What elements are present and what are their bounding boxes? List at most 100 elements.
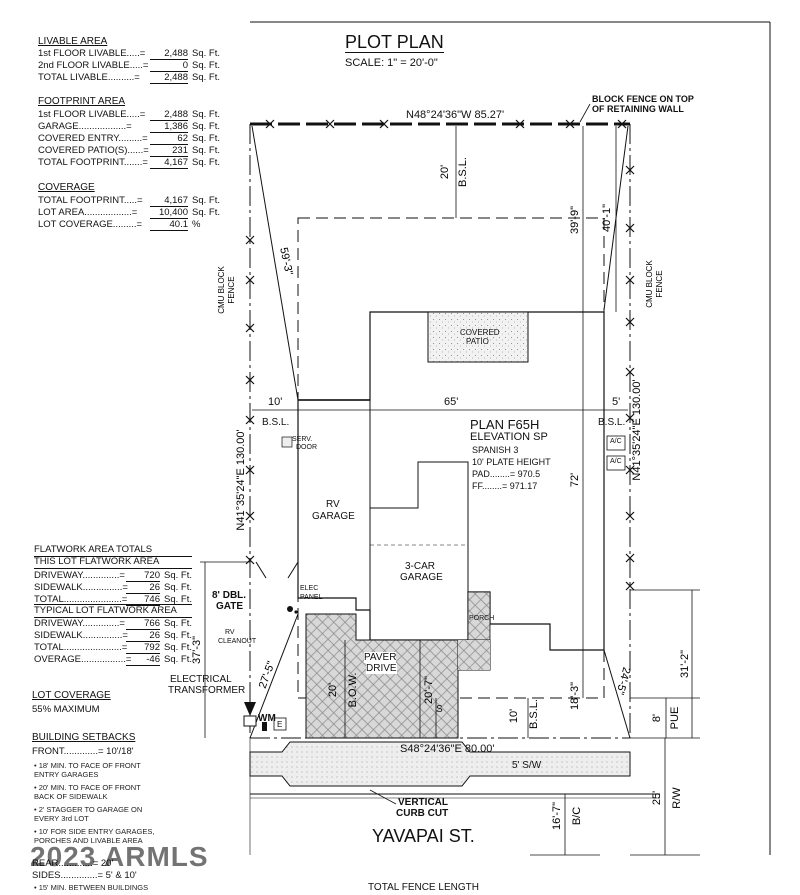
- fence-x-marker: [245, 375, 255, 385]
- dim-16-7: 16'-7": [551, 802, 563, 830]
- bow-label: B.O.W.: [347, 673, 359, 708]
- e-label: E: [277, 720, 283, 729]
- left-bsl-label: B.S.L.: [262, 417, 290, 428]
- street-name: YAVAPAI ST.: [372, 826, 475, 846]
- fence-x-marker: [625, 465, 635, 475]
- dim-8: 8': [651, 714, 663, 722]
- fence-x-marker: [625, 413, 635, 423]
- serv-label: SERV.: [292, 436, 313, 443]
- ac-unit-1: [606, 435, 626, 451]
- plan-name: PLAN F65H: [470, 417, 540, 432]
- fence-x-marker: [625, 367, 635, 377]
- drive-label: DRIVE: [366, 663, 397, 674]
- row-unit: Sq. Ft.: [192, 145, 220, 156]
- ac-label-1: A/C: [610, 438, 622, 445]
- curb-cut-label: CURB CUT: [396, 808, 449, 819]
- table-row: TOTAL FOOTPRINT.......=4,167 Sq. Ft.: [38, 157, 228, 169]
- row-unit: %: [192, 219, 201, 230]
- pad-elevation: PAD........= 970.5: [472, 469, 541, 479]
- row-label: OVERAGE.................=: [34, 654, 132, 665]
- row-value: 26: [126, 582, 160, 594]
- vertical-label: VERTICAL: [398, 797, 448, 808]
- fence-x-marker: [265, 119, 275, 129]
- dbl-gate-label: 8' DBL.: [212, 590, 247, 601]
- row-label: DRIVEWAY..............=: [34, 618, 125, 629]
- rv-garage-label: GARAGE: [312, 511, 355, 522]
- sidewalk-label: 5' S/W: [512, 760, 542, 771]
- row-unit: Sq. Ft.: [164, 654, 192, 665]
- dim-37-3: 37'-3": [191, 636, 203, 664]
- fence-x-marker: [625, 317, 635, 327]
- meter-e: [273, 717, 287, 731]
- serv-door: [281, 436, 293, 448]
- panel-label: PANEL: [300, 594, 323, 601]
- fence-x-marker: [245, 235, 255, 245]
- transformer-label: TRANSFORMER: [168, 685, 246, 696]
- fence-x-marker: [245, 511, 255, 521]
- row-label: DRIVEWAY..............=: [34, 570, 125, 581]
- top-bearing: N48°24'36"W 85.27': [406, 109, 505, 121]
- row-label: 1st FLOOR LIVABLE.....=: [38, 109, 146, 120]
- row-label: COVERED ENTRY.........=: [38, 133, 148, 144]
- setback-bottom-note: • 15' MIN. BETWEEN BUILDINGS: [34, 883, 149, 892]
- coverage-header: COVERAGE: [38, 182, 95, 193]
- row-label: TOTAL FOOTPRINT.......=: [38, 157, 148, 168]
- paver-label: PAVER: [364, 652, 397, 663]
- row-value: 4,167: [150, 157, 188, 169]
- row-label: SIDEWALK...............=: [34, 582, 128, 593]
- row-value: 62: [150, 133, 188, 145]
- row-unit: Sq. Ft.: [192, 195, 220, 206]
- dim-18-3: 18'-3": [569, 682, 581, 710]
- row-unit: Sq. Ft.: [192, 121, 220, 132]
- fence-x-marker: [515, 119, 525, 129]
- row-unit: Sq. Ft.: [164, 630, 192, 641]
- rear-bsl-dim: 20': [439, 165, 451, 179]
- door-label: DOOR: [296, 444, 317, 451]
- row-value: 0: [150, 60, 188, 72]
- setback-rear: REAR.............= 20': [32, 858, 114, 869]
- row-value: 766: [126, 618, 160, 630]
- elevation-label: ELEVATION SP: [470, 431, 548, 443]
- fence-length-label: TOTAL FENCE LENGTH: [368, 882, 479, 893]
- table-row: LOT COVERAGE.........=40.1%: [38, 219, 228, 231]
- livable-area-header: LIVABLE AREA: [38, 36, 108, 47]
- lot-coverage-header: LOT COVERAGE: [32, 690, 111, 701]
- setback-front: FRONT.............= 10'/18': [32, 746, 134, 757]
- setback-note-7: • 10' FOR SIDE ENTRY GARAGES,: [34, 827, 155, 836]
- dim-59-3: 59'-3": [277, 246, 295, 276]
- right-bsl-label: B.S.L.: [598, 417, 626, 428]
- row-unit: Sq. Ft.: [164, 582, 192, 593]
- footprint-area-header: FOOTPRINT AREA: [38, 96, 126, 107]
- dim-40-1: 40'-1": [601, 204, 613, 232]
- plan-title: PLOT PLAN: [345, 32, 444, 53]
- rv-cleanout-label: RV: [225, 629, 235, 636]
- row-value: 231: [150, 145, 188, 157]
- cleanout-label: CLEANOUT: [218, 638, 257, 645]
- row-unit: Sq. Ft.: [164, 618, 192, 629]
- row-label: SIDEWALK...............=: [34, 630, 128, 641]
- row-label: TOTAL LIVABLE..........=: [38, 72, 140, 83]
- row-value: 4,167: [150, 195, 188, 207]
- fence-x-marker: [625, 511, 635, 521]
- dim-24-5: 24'-5": [613, 666, 632, 696]
- row-unit: Sq. Ft.: [192, 157, 220, 168]
- wm-label: WM: [258, 713, 276, 724]
- fence-x-marker: [379, 119, 389, 129]
- row-label: GARAGE..................=: [38, 121, 132, 132]
- cmu-left: CMU BLOCK: [217, 266, 226, 314]
- dim-65: 65': [444, 396, 459, 408]
- patio-label: PATIO: [466, 337, 489, 346]
- setback-note-5: • 2' STAGGER TO GARAGE ON: [34, 805, 143, 814]
- table-row: DRIVEWAY..............=766 Sq. Ft.: [34, 618, 194, 630]
- row-unit: Sq. Ft.: [192, 60, 220, 71]
